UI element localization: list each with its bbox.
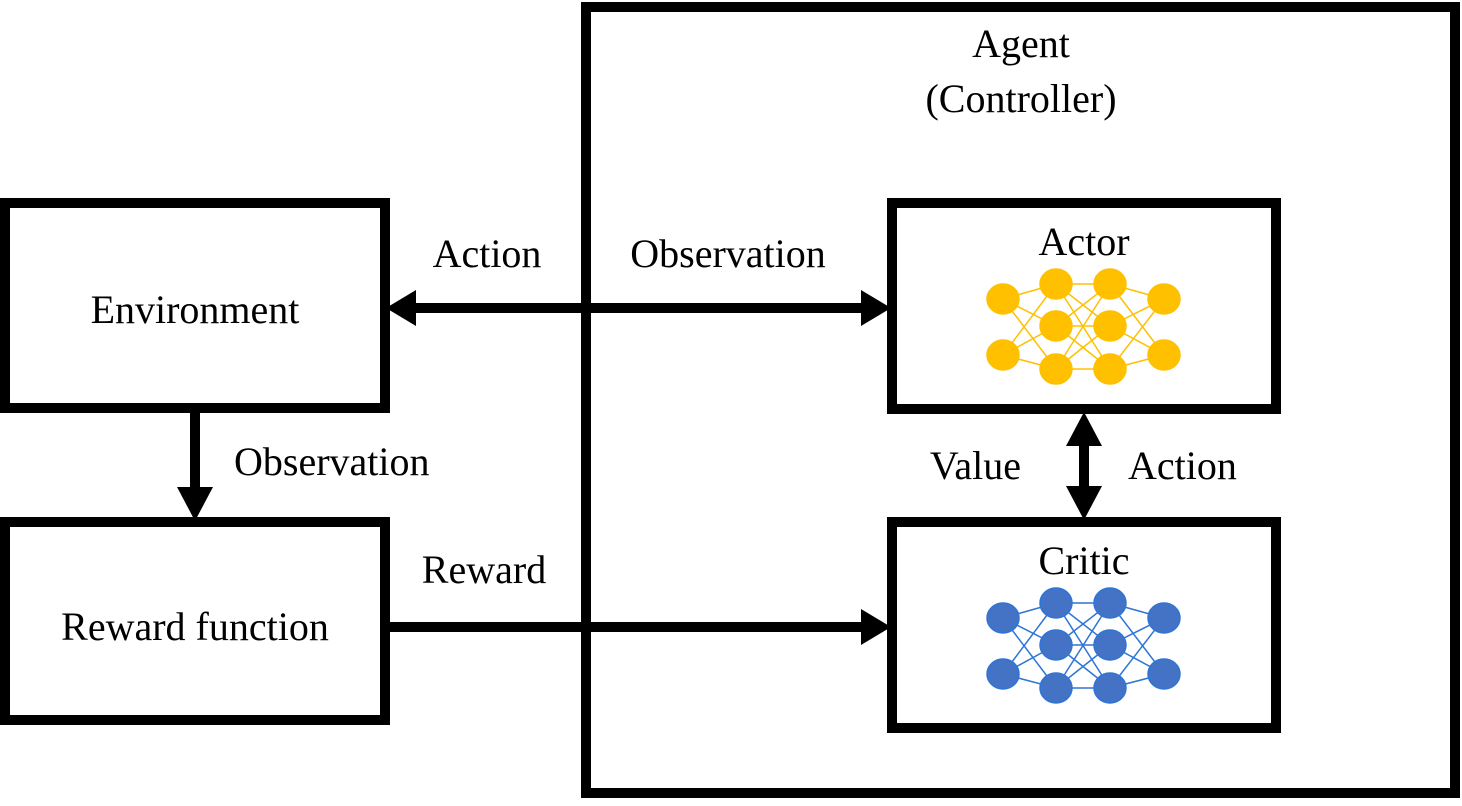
- network-node: [986, 283, 1020, 315]
- reward-function-box: [0, 517, 390, 725]
- reward-function-label: Reward function: [61, 604, 329, 649]
- environment-label: Environment: [91, 287, 300, 332]
- environment-box: [0, 198, 390, 413]
- network-edge: [1055, 602, 1111, 689]
- actor-label: Actor: [1038, 219, 1129, 264]
- network-node: [1093, 268, 1127, 300]
- network-node: [986, 658, 1020, 690]
- env-to-reward-observation-label: Observation: [234, 439, 430, 484]
- network-node: [1147, 339, 1181, 371]
- actor-box: [887, 198, 1281, 414]
- network-node: [1093, 587, 1127, 619]
- critic-label: Critic: [1038, 538, 1129, 583]
- network-node: [1147, 283, 1181, 315]
- env-action-label: Action: [433, 231, 542, 276]
- agent-box: [581, 2, 1460, 798]
- critic-neural-network-icon: [986, 587, 1181, 704]
- network-node: [1039, 310, 1073, 342]
- action-observation-arrow: [386, 290, 891, 326]
- network-node: [1093, 629, 1127, 661]
- network-node: [1039, 268, 1073, 300]
- network-node: [1093, 310, 1127, 342]
- agent-title-line1: Agent: [972, 21, 1070, 66]
- critic-action-label: Action: [1128, 443, 1237, 488]
- observation-down-arrow: [177, 412, 213, 521]
- network-edge: [1055, 283, 1111, 370]
- network-node: [1093, 672, 1127, 704]
- network-node: [986, 602, 1020, 634]
- value-label: Value: [930, 443, 1021, 488]
- critic-box: [887, 517, 1281, 733]
- agent-observation-label: Observation: [630, 231, 826, 276]
- agent-title-line2: (Controller): [925, 76, 1116, 121]
- network-node: [1039, 587, 1073, 619]
- reward-label: Reward: [422, 547, 546, 592]
- reward-arrow: [389, 609, 891, 645]
- network-node: [1093, 353, 1127, 385]
- actor-neural-network-icon: [986, 268, 1181, 385]
- actor-critic-arrow: [1066, 412, 1102, 520]
- network-node: [1039, 672, 1073, 704]
- network-node: [1147, 602, 1181, 634]
- network-node: [1039, 353, 1073, 385]
- network-node: [1147, 658, 1181, 690]
- network-node: [1039, 629, 1073, 661]
- network-node: [986, 339, 1020, 371]
